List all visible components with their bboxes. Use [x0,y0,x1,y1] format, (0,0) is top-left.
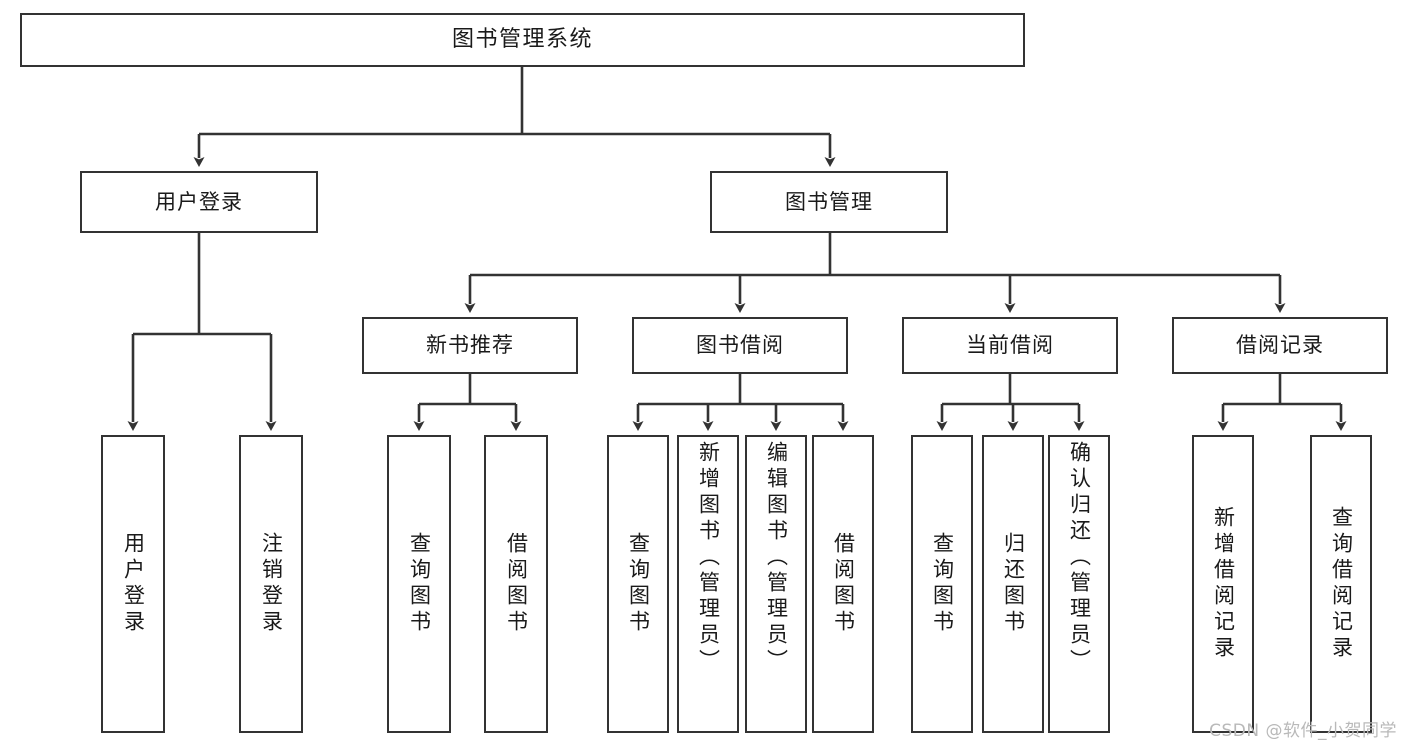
node-label: 归还图书 [1001,532,1026,636]
node-book-management[interactable]: 图书管理 [710,171,948,233]
csdn-watermark: CSDN @软件_小贺同学 [1209,721,1397,741]
node-label: 新书推荐 [426,333,514,358]
node-root[interactable]: 图书管理系统 [20,13,1025,67]
node-label: 当前借阅 [966,333,1054,358]
node-label: 借阅图书 [831,532,856,636]
node-label: 借阅图书 [504,532,529,636]
leaf-user-login[interactable]: 用户登录 [101,435,165,733]
node-label: 图书借阅 [696,333,784,358]
node-label: 新增借阅记录 [1211,506,1236,662]
node-label: 图书管理 [785,189,873,214]
node-label: 查询图书 [930,532,955,636]
node-current-borrow[interactable]: 当前借阅 [902,317,1118,374]
node-label: 查询借阅记录 [1329,506,1354,662]
node-label: 确认归还（管理员） [1067,441,1092,675]
leaf-query-books-current[interactable]: 查询图书 [911,435,973,733]
node-label: 查询图书 [407,532,432,636]
leaf-return-books[interactable]: 归还图书 [982,435,1044,733]
node-label: 查询图书 [626,532,651,636]
node-label: 借阅记录 [1236,333,1324,358]
leaf-add-borrow-record[interactable]: 新增借阅记录 [1192,435,1254,733]
leaf-logout[interactable]: 注销登录 [239,435,303,733]
node-label: 图书管理系统 [451,27,593,53]
node-new-book-recommend[interactable]: 新书推荐 [362,317,578,374]
node-label: 新增图书（管理员） [696,441,721,675]
leaf-borrow-books[interactable]: 借阅图书 [812,435,874,733]
leaf-query-books-recommend[interactable]: 查询图书 [387,435,451,733]
node-label: 编辑图书（管理员） [764,441,789,675]
leaf-confirm-return-admin[interactable]: 确认归还（管理员） [1048,435,1110,733]
node-label: 注销登录 [259,532,284,636]
node-book-borrow[interactable]: 图书借阅 [632,317,848,374]
leaf-query-books-borrow[interactable]: 查询图书 [607,435,669,733]
leaf-query-borrow-record[interactable]: 查询借阅记录 [1310,435,1372,733]
node-label: 用户登录 [155,189,243,214]
node-borrow-records[interactable]: 借阅记录 [1172,317,1388,374]
leaf-borrow-books-recommend[interactable]: 借阅图书 [484,435,548,733]
leaf-add-book-admin[interactable]: 新增图书（管理员） [677,435,739,733]
node-label: 用户登录 [121,532,146,636]
node-user-login[interactable]: 用户登录 [80,171,318,233]
leaf-edit-book-admin[interactable]: 编辑图书（管理员） [745,435,807,733]
